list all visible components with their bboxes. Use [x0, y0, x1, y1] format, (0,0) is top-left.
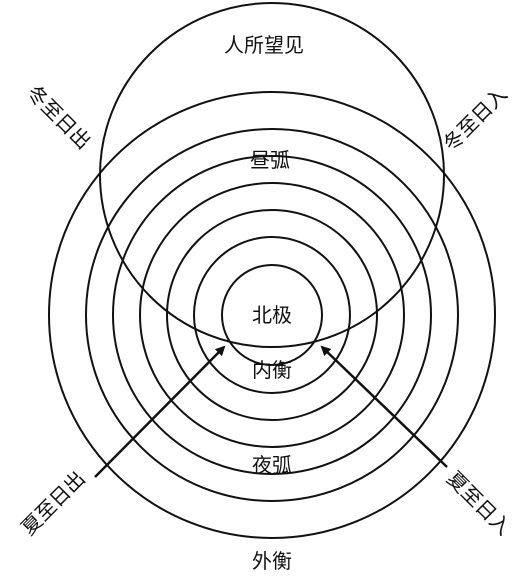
- summer-sunrise-label: 夏至日出: [16, 466, 90, 540]
- winter-sunset-label: 冬至日入: [438, 82, 512, 156]
- sun-arrows: [94, 345, 448, 478]
- day-arc-label: 昼弧: [250, 148, 290, 172]
- heng-rings: [48, 91, 496, 539]
- ring-1-north-pole: [221, 264, 323, 366]
- north-pole-label: 北极: [252, 303, 292, 327]
- visible-region-circle: [99, 2, 445, 348]
- summer-sunrise-arrow: [94, 345, 226, 478]
- ring-2-inner-heng: [193, 236, 351, 394]
- visible-region-label: 人所望见: [224, 33, 304, 57]
- ring-4: [139, 182, 405, 448]
- summer-sunset-arrow: [320, 345, 448, 468]
- night-arc-label: 夜弧: [252, 453, 292, 477]
- ring-3: [166, 209, 378, 421]
- ring-5: [112, 155, 432, 475]
- ring-6: [85, 128, 459, 502]
- outer-heng-label: 外衡: [252, 549, 292, 573]
- inner-heng-label: 内衡: [252, 358, 292, 382]
- summer-sunset-label: 夏至日入: [442, 466, 516, 540]
- winter-sunrise-label: 冬至日出: [22, 80, 96, 154]
- ring-7-outer-heng: [48, 91, 496, 539]
